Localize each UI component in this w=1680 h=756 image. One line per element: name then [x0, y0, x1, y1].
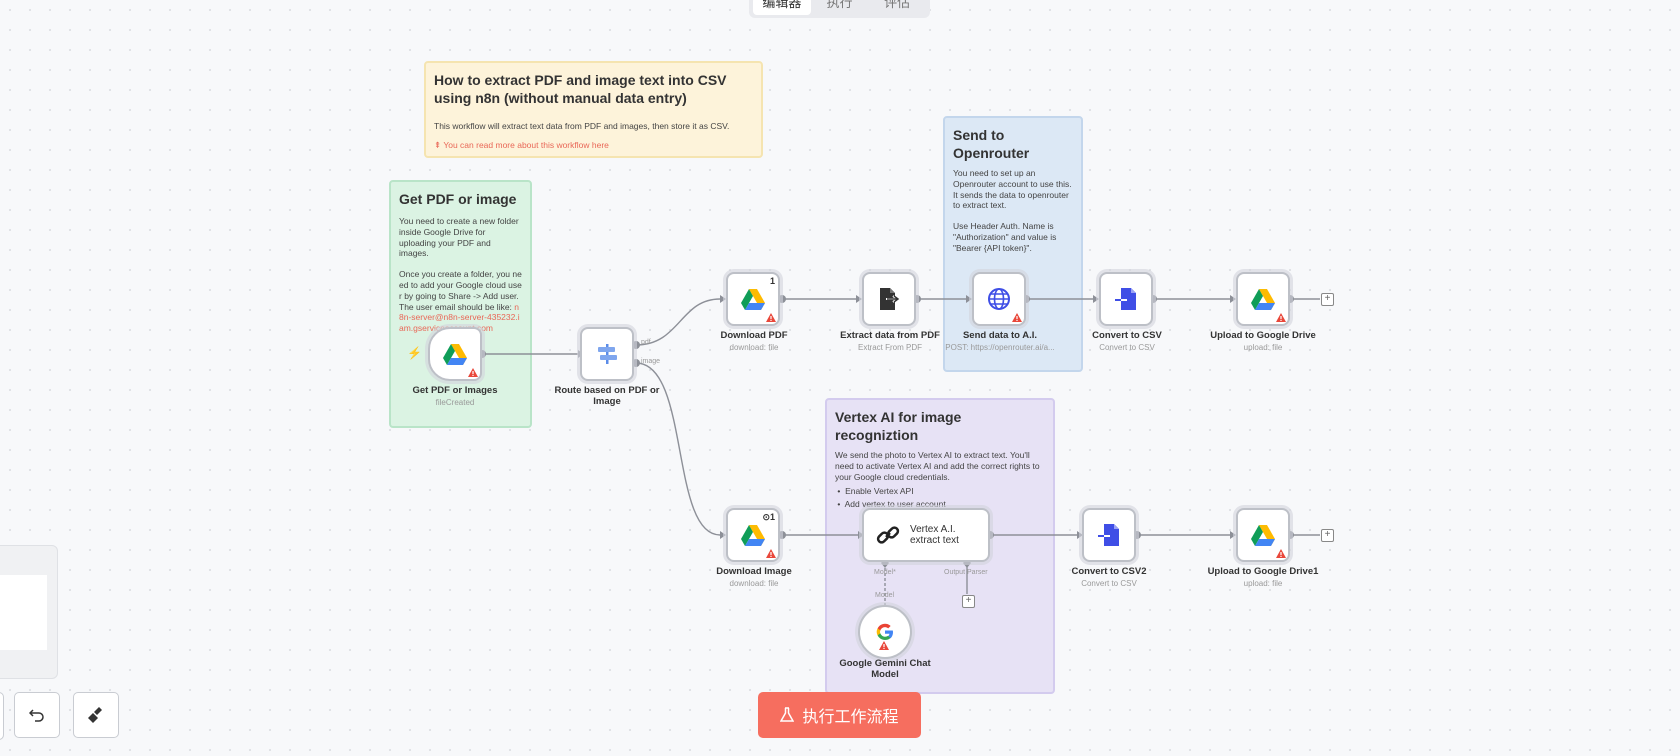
undo-button[interactable] — [14, 692, 60, 738]
warning-icon — [1276, 313, 1286, 322]
node-route-switch[interactable] — [580, 327, 634, 381]
side-panel-content — [0, 575, 47, 650]
node-label: Vertex A.I. extract text — [910, 524, 959, 546]
chain-link-icon — [876, 526, 900, 544]
execute-workflow-label: 执行工作流程 — [802, 709, 899, 726]
link-icon: ⇞ — [434, 139, 444, 150]
note-title: How to extract PDF and image text into C… — [434, 72, 727, 106]
note-paragraph: You need to set up an Openrouter account… — [953, 168, 1072, 211]
node-google-gemini-chat-model[interactable] — [858, 605, 912, 659]
node-label: Download PDF — [720, 330, 788, 341]
view-tabs: 编辑器 执行 评估 — [749, 0, 930, 18]
note-title: Vertex AI for image recogniztion — [835, 409, 962, 443]
node-subtitle: POST: https://openrouter.ai/a... — [945, 343, 1055, 352]
sticky-note-title[interactable]: How to extract PDF and image text into C… — [424, 61, 763, 158]
warning-icon — [766, 313, 776, 322]
node-label: Google Gemini Chat Model — [839, 658, 931, 680]
node-subtitle: Convert to CSV — [1099, 343, 1155, 352]
broom-icon — [88, 707, 102, 723]
node-subtitle: download: file — [729, 579, 779, 588]
execution-count-badge: ⊙1 — [762, 512, 775, 522]
port-label-image: image — [641, 358, 661, 365]
port-label-model: Model* — [874, 569, 896, 576]
switch-icon — [598, 344, 617, 364]
node-send-data-to-ai[interactable] — [972, 272, 1026, 326]
note-paragraph: We send the photo to Vertex AI to extrac… — [835, 450, 1040, 482]
node-upload-to-google-drive1[interactable] — [1236, 508, 1290, 562]
node-vertex-ai-extract-text[interactable]: Vertex A.I. extract text — [862, 508, 990, 562]
sticky-note-get-pdf[interactable]: Get PDF or image You need to create a ne… — [389, 180, 532, 428]
node-subtitle: download: file — [729, 343, 779, 352]
note-paragraph: Use Header Auth. Name is "Authorization"… — [953, 221, 1057, 253]
node-download-pdf[interactable]: 1 — [726, 272, 780, 326]
node-label: Get PDF or Images — [412, 385, 498, 396]
node-convert-to-csv[interactable] — [1099, 272, 1153, 326]
note-paragraph: You need to create a new folder inside G… — [399, 216, 519, 259]
port-label-pdf: pdf — [641, 339, 651, 346]
warning-icon — [1012, 313, 1022, 322]
undo-icon — [29, 709, 44, 722]
file-convert-icon — [1098, 524, 1119, 546]
node-label: Upload to Google Drive — [1210, 330, 1316, 341]
file-extract-icon — [880, 288, 900, 310]
warning-icon — [468, 368, 478, 377]
tab-executions[interactable]: 执行 — [826, 0, 853, 10]
warning-icon — [879, 641, 889, 650]
add-node-button[interactable]: + — [1321, 293, 1334, 306]
file-convert-icon — [1115, 288, 1136, 310]
tab-editor[interactable]: 编辑器 — [753, 0, 811, 15]
node-subtitle: Convert to CSV — [1081, 579, 1137, 588]
trigger-bolt-icon: ⚡ — [407, 346, 422, 360]
node-subtitle: upload: file — [1243, 579, 1283, 588]
google-icon — [876, 623, 893, 640]
execution-count-badge: 1 — [769, 276, 775, 286]
google-drive-icon — [1251, 524, 1275, 546]
google-drive-icon — [443, 343, 467, 365]
node-label: Extract data from PDF — [840, 330, 940, 341]
flask-icon — [780, 707, 795, 722]
node-get-pdf-or-images[interactable] — [428, 327, 482, 381]
google-drive-icon — [1251, 288, 1275, 310]
google-drive-icon — [741, 524, 765, 546]
node-label: Route based on PDF or Image — [554, 385, 660, 407]
warning-icon — [1276, 549, 1286, 558]
execute-workflow-button[interactable]: 执行工作流程 — [758, 692, 921, 738]
note-title: Get PDF or image — [399, 191, 517, 207]
node-label: Upload to Google Drive1 — [1207, 566, 1319, 577]
sticky-note-openrouter[interactable]: Send to Openrouter You need to set up an… — [943, 116, 1083, 372]
note-bullet: • Enable Vertex API — [835, 486, 914, 497]
tidy-up-button[interactable] — [73, 692, 119, 738]
note-title: Send to Openrouter — [953, 127, 1030, 161]
node-label: Send data to A.I. — [962, 330, 1038, 341]
node-label: Convert to CSV — [1092, 330, 1162, 341]
note-bullet: • Add vertex to user account — [835, 499, 946, 510]
node-extract-from-pdf[interactable] — [862, 272, 916, 326]
globe-icon — [988, 288, 1010, 310]
warning-icon — [766, 549, 776, 558]
node-subtitle: upload: file — [1243, 343, 1283, 352]
add-output-parser-button[interactable]: + — [962, 595, 975, 608]
node-label: Download Image — [716, 566, 792, 577]
node-subtitle: fileCreated — [435, 398, 475, 407]
node-convert-to-csv2[interactable] — [1082, 508, 1136, 562]
side-panel[interactable] — [0, 545, 58, 679]
add-node-button[interactable]: + — [1321, 529, 1334, 542]
note-link[interactable]: ⇞ You can read more about this workflow … — [434, 139, 609, 150]
node-download-image[interactable]: ⊙1 — [726, 508, 780, 562]
node-subtitle: Extract From PDF — [857, 343, 922, 352]
tab-evaluations[interactable]: 评估 — [884, 0, 911, 10]
google-drive-icon — [741, 288, 765, 310]
port-label-output-parser: Output Parser — [944, 569, 988, 576]
connection-label-model: Model — [875, 592, 895, 599]
note-body: This workflow will extract text data fro… — [434, 121, 730, 131]
node-label: Convert to CSV2 — [1071, 566, 1147, 577]
node-upload-to-google-drive[interactable] — [1236, 272, 1290, 326]
left-edge-button[interactable] — [0, 692, 4, 740]
